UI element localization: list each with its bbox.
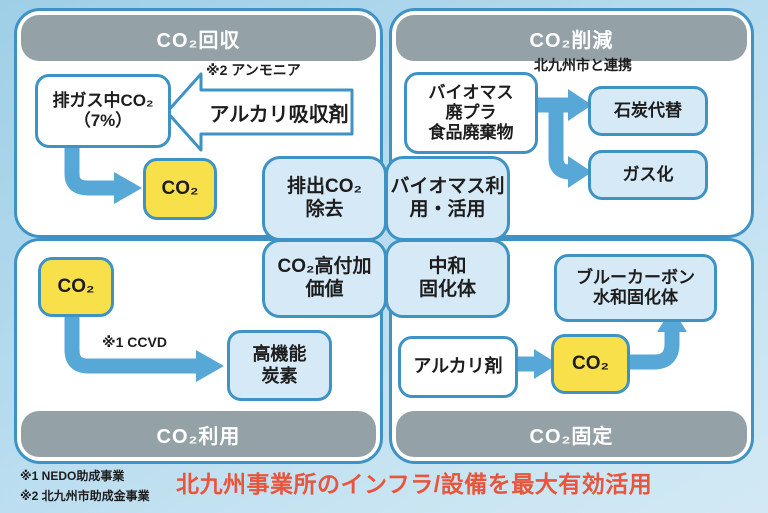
box-alkali-agent: アルカリ剤 xyxy=(398,336,518,398)
footnote-kitakyushu-subsidy: ※2 北九州市助成金事業 xyxy=(20,489,150,503)
box-high-function-carbon: 高機能 炭素 xyxy=(227,330,332,401)
box-co2-fixed: CO₂ xyxy=(551,334,630,394)
label-kitakyushu-partnership: 北九州市と連携 xyxy=(534,57,632,73)
box-co2-captured: CO₂ xyxy=(143,158,217,220)
box-biomass-use: バイオマス利用・活用 xyxy=(385,156,510,241)
box-emission-co2-removal: 排出CO₂ 除去 xyxy=(262,156,387,241)
box-blue-carbon: ブルーカーボン 水和固化体 xyxy=(554,254,717,322)
quadrant-title-fixation: CO₂固定 xyxy=(396,411,747,457)
quadrant-title-utilization: CO₂利用 xyxy=(21,411,376,457)
label-ccvd-note: ※1 CCVD xyxy=(102,334,167,350)
box-exhaust-gas-co2: 排ガス中CO₂ （7%） xyxy=(35,74,171,148)
box-biomass-waste: バイオマス 廃プラ 食品廃棄物 xyxy=(404,72,538,154)
slogan-text: 北九州事業所のインフラ/設備を最大有効活用 xyxy=(176,471,653,497)
label-alkali-absorbent: アルカリ吸収剤 xyxy=(209,104,349,126)
box-gasification: ガス化 xyxy=(588,150,708,200)
quadrant-title-reduction: CO₂削減 xyxy=(396,15,747,61)
box-neutral-solidified: 中和 固化体 xyxy=(385,239,510,318)
footnote-nedo: ※1 NEDO助成事業 xyxy=(20,469,125,483)
box-co2-source: CO₂ xyxy=(38,257,114,317)
label-ammonia-note: ※2 アンモニア xyxy=(206,62,301,78)
quadrant-title-capture: CO₂回収 xyxy=(21,15,376,61)
box-coal-substitute: 石炭代替 xyxy=(588,86,708,136)
box-co2-high-value: CO₂高付加 価値 xyxy=(262,239,387,318)
